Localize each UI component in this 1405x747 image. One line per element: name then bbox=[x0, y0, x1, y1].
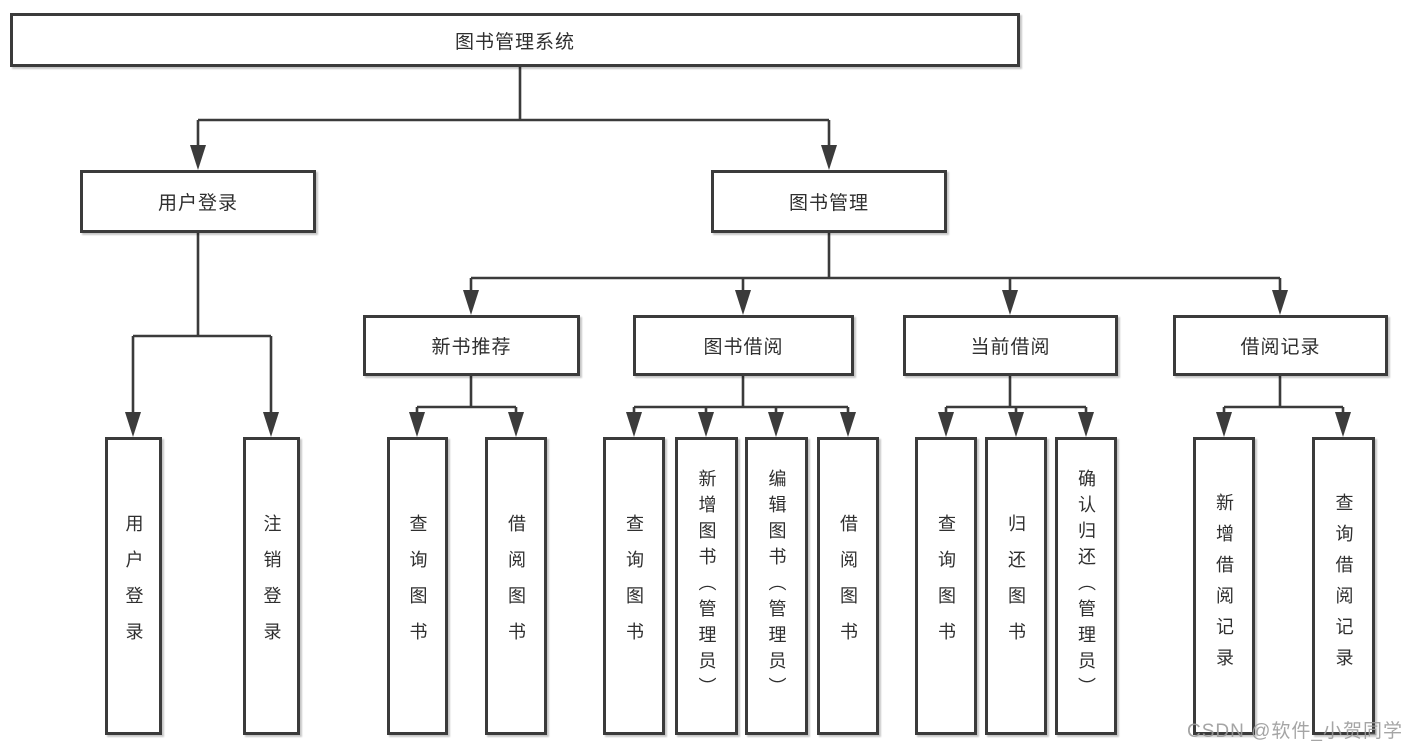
node-user-login-label: 用户登录 bbox=[157, 193, 238, 214]
node-new-book-recommend: 新书推荐 bbox=[363, 315, 580, 376]
leaf-return-books-label: 归还图书 bbox=[1006, 514, 1026, 658]
node-borrow-records: 借阅记录 bbox=[1173, 315, 1388, 376]
node-root-system: 图书管理系统 bbox=[10, 13, 1020, 67]
leaf-confirm-return-admin-label: 确认归还（管理员） bbox=[1076, 469, 1096, 703]
leaf-recommend-borrow-books-label: 借阅图书 bbox=[506, 514, 526, 658]
connector-new-book-children bbox=[409, 375, 524, 437]
connector-root-to-branches bbox=[190, 67, 837, 170]
leaf-edit-books-admin: 编辑图书（管理员） bbox=[745, 437, 808, 735]
connector-book-borrow-children bbox=[626, 375, 856, 437]
connector-borrow-record-children bbox=[1216, 375, 1351, 437]
node-user-login: 用户登录 bbox=[80, 170, 316, 233]
node-current-borrow: 当前借阅 bbox=[903, 315, 1118, 376]
connector-current-borrow-children bbox=[938, 375, 1094, 437]
leaf-user-login-label: 用户登录 bbox=[123, 514, 144, 658]
leaf-add-books-admin: 新增图书（管理员） bbox=[675, 437, 738, 735]
leaf-recommend-query-books-label: 查询图书 bbox=[407, 514, 428, 658]
leaf-return-books: 归还图书 bbox=[985, 437, 1047, 735]
connector-user-login-children bbox=[125, 233, 279, 437]
csdn-watermark: CSDN @软件_小贺同学 bbox=[1187, 721, 1403, 742]
node-current-borrow-label: 当前借阅 bbox=[970, 337, 1051, 358]
leaf-edit-books-admin-label: 编辑图书（管理员） bbox=[766, 469, 787, 703]
leaf-add-borrow-record-label: 新增借阅记录 bbox=[1214, 493, 1234, 679]
node-book-management: 图书管理 bbox=[711, 170, 947, 233]
leaf-borrow-query-books: 查询图书 bbox=[603, 437, 665, 735]
leaf-add-borrow-record: 新增借阅记录 bbox=[1193, 437, 1255, 735]
leaf-current-query-books-label: 查询图书 bbox=[936, 514, 956, 658]
leaf-logout: 注销登录 bbox=[243, 437, 300, 735]
leaf-current-query-books: 查询图书 bbox=[915, 437, 977, 735]
node-book-borrow-label: 图书借阅 bbox=[703, 337, 784, 358]
leaf-recommend-query-books: 查询图书 bbox=[387, 437, 448, 735]
leaf-recommend-borrow-books: 借阅图书 bbox=[485, 437, 547, 735]
node-book-management-label: 图书管理 bbox=[788, 193, 869, 214]
leaf-borrow-query-books-label: 查询图书 bbox=[624, 514, 644, 658]
leaf-confirm-return-admin: 确认归还（管理员） bbox=[1055, 437, 1117, 735]
leaf-user-login: 用户登录 bbox=[105, 437, 162, 735]
node-borrow-records-label: 借阅记录 bbox=[1240, 337, 1321, 358]
leaf-logout-label: 注销登录 bbox=[261, 514, 282, 658]
node-book-borrow: 图书借阅 bbox=[633, 315, 854, 376]
leaf-borrow-books: 借阅图书 bbox=[817, 437, 879, 735]
leaf-query-borrow-record-label: 查询借阅记录 bbox=[1333, 493, 1354, 679]
node-root-system-label: 图书管理系统 bbox=[454, 31, 575, 53]
node-new-book-recommend-label: 新书推荐 bbox=[431, 337, 512, 358]
connector-book-mgmt-sections bbox=[463, 233, 1288, 315]
leaf-add-books-admin-label: 新增图书（管理员） bbox=[696, 469, 717, 703]
leaf-borrow-books-label: 借阅图书 bbox=[838, 514, 858, 658]
leaf-query-borrow-record: 查询借阅记录 bbox=[1312, 437, 1375, 735]
